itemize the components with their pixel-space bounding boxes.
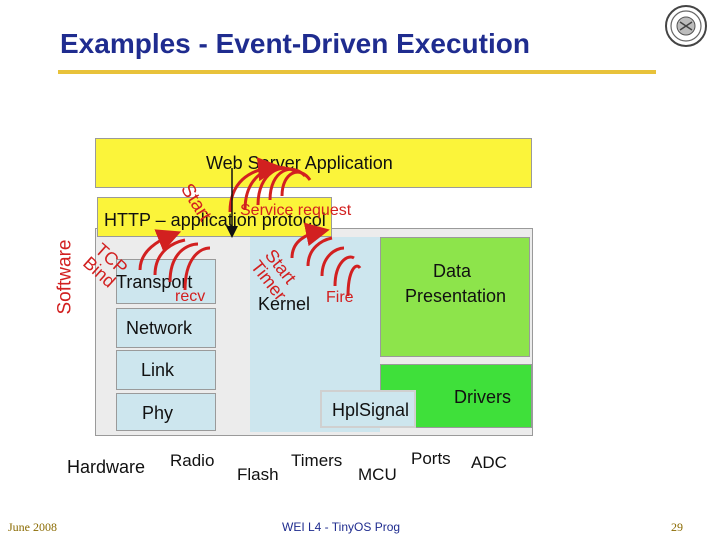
fire-label: Fire — [326, 289, 354, 306]
link-layer — [116, 350, 216, 390]
hplsignal-box — [320, 390, 416, 428]
network-label: Network — [126, 318, 193, 338]
seal-logo-icon — [665, 5, 707, 47]
link-label: Link — [141, 360, 175, 380]
kernel-label: Kernel — [258, 294, 311, 314]
hw-mcu: MCU — [358, 465, 397, 484]
hw-flash: Flash — [237, 465, 279, 484]
phy-layer — [116, 393, 216, 431]
hw-adc: ADC — [471, 453, 507, 472]
hw-radio: Radio — [170, 451, 215, 470]
footer-title: WEI L4 - TinyOS Prog — [282, 520, 401, 534]
hw-timers: Timers — [291, 451, 343, 470]
data-presentation-layer — [380, 237, 530, 357]
phy-label: Phy — [142, 403, 174, 423]
service-request-label: Service request — [240, 202, 352, 219]
web-server-label: Web Server Application — [206, 153, 393, 173]
network-layer — [116, 308, 216, 348]
recv-label: recv — [175, 288, 206, 305]
transport-layer — [116, 259, 216, 304]
web-server-layer — [95, 138, 532, 188]
http-layer — [97, 197, 332, 237]
hardware-label: Hardware — [67, 457, 146, 477]
drivers-label: Drivers — [454, 387, 511, 407]
data-label: Data — [433, 261, 472, 281]
hw-ports: Ports — [411, 449, 451, 468]
presentation-label: Presentation — [405, 286, 507, 306]
transport-label: Transport — [116, 272, 193, 292]
title-underline — [58, 70, 656, 74]
footer-date: June 2008 — [8, 520, 57, 534]
slide-title: Examples - Event-Driven Execution — [60, 28, 530, 59]
hplsignal-label: HplSignal — [332, 400, 410, 420]
http-label: HTTP – application protocol — [104, 210, 326, 230]
page-number: 29 — [671, 520, 683, 534]
